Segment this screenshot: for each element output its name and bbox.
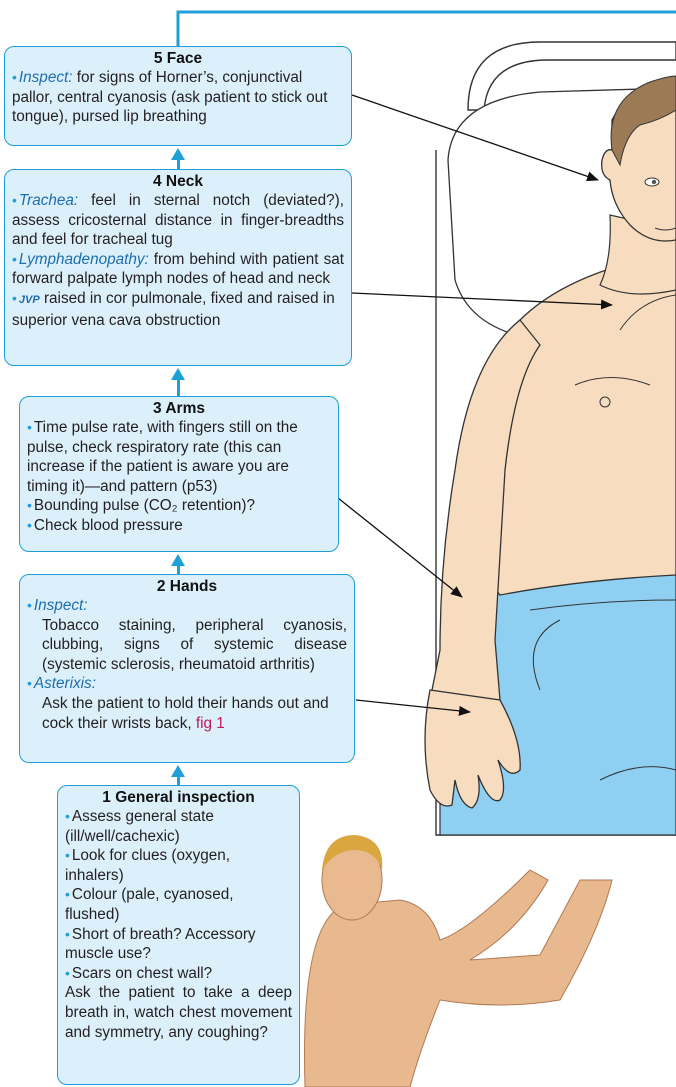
- neck-box: 4 Neck •Trachea: feel in sternal notch (…: [4, 169, 352, 366]
- hands-inspect-label: Inspect:: [34, 597, 88, 614]
- arms-box: 3 Arms •Time pulse rate, with fingers st…: [19, 396, 339, 552]
- general-item: •Assess general state (ill/well/cachexic…: [65, 807, 292, 846]
- face-item: •Inspect: for signs of Horner’s, conjunc…: [12, 68, 344, 127]
- hands-title: 2 Hands: [27, 578, 347, 596]
- neck-jvp-item: •JVP raised in cor pulmonale, fixed and …: [12, 289, 344, 330]
- neck-title: 4 Neck: [12, 173, 344, 191]
- arms-item: •Bounding pulse (CO₂ retention)?: [27, 496, 331, 516]
- hands-inspect-item: •Inspect:: [27, 596, 347, 616]
- arms-item: •Check blood pressure: [27, 516, 331, 536]
- neck-jvp-label: JVP: [19, 294, 40, 306]
- fig1-photo-asterixis: [305, 835, 613, 1087]
- hands-asterixis-item: •Asterixis:: [27, 674, 347, 694]
- bullet-icon: •: [27, 675, 32, 691]
- arms-title: 3 Arms: [27, 400, 331, 418]
- bullet-icon: •: [65, 808, 70, 824]
- neck-lymph-label: Lymphadenopathy:: [19, 251, 149, 268]
- general-closing-text: Ask the patient to take a deep breath in…: [65, 983, 292, 1042]
- arms-item-text: Time pulse rate, with fingers still on t…: [27, 419, 298, 495]
- general-item-text: Short of breath? Accessory muscle use?: [65, 926, 256, 963]
- neck-lymph-item: •Lymphadenopathy: from behind with patie…: [12, 250, 344, 289]
- bullet-icon: •: [65, 886, 70, 902]
- general-item-text: Colour (pale, cyanosed, flushed): [65, 886, 233, 923]
- face-title: 5 Face: [12, 50, 344, 68]
- bullet-icon: •: [65, 965, 70, 981]
- bullet-icon: •: [12, 192, 17, 208]
- bullet-icon: •: [27, 497, 32, 513]
- general-item-text: Assess general state (ill/well/cachexic): [65, 808, 214, 845]
- bullet-icon: •: [27, 517, 32, 533]
- neck-jvp-text: raised in cor pulmonale, fixed and raise…: [12, 290, 335, 329]
- pointer-arrow-arms: [338, 498, 462, 597]
- bullet-icon: •: [65, 847, 70, 863]
- hands-asterixis-text: Ask the patient to hold their hands out …: [27, 694, 347, 733]
- general-title: 1 General inspection: [65, 789, 292, 807]
- bullet-icon: •: [27, 597, 32, 613]
- arms-item: •Time pulse rate, with fingers still on …: [27, 418, 331, 496]
- hands-asterixis-body: Ask the patient to hold their hands out …: [42, 695, 329, 732]
- general-item: •Look for clues (oxygen, inhalers): [65, 846, 292, 885]
- neck-trachea-item: •Trachea: feel in sternal notch (deviate…: [12, 191, 344, 250]
- general-item-text: Look for clues (oxygen, inhalers): [65, 847, 230, 884]
- connector-line: [177, 378, 180, 397]
- bullet-icon: •: [65, 926, 70, 942]
- general-item: •Colour (pale, cyanosed, flushed): [65, 885, 292, 924]
- face-box: 5 Face •Inspect: for signs of Horner’s, …: [4, 46, 352, 146]
- hands-asterixis-label: Asterixis:: [34, 675, 96, 692]
- general-item: •Scars on chest wall?: [65, 964, 292, 984]
- general-item: •Short of breath? Accessory muscle use?: [65, 925, 292, 964]
- general-inspection-box: 1 General inspection •Assess general sta…: [57, 785, 300, 1085]
- face-inspect-label: Inspect:: [19, 69, 73, 86]
- hands-inspect-text: Tobacco staining, peripheral cyanosis, c…: [27, 616, 347, 675]
- bullet-icon: •: [12, 69, 17, 85]
- arms-item-text: Check blood pressure: [34, 517, 183, 534]
- bullet-icon: •: [27, 419, 32, 435]
- neck-trachea-label: Trachea:: [19, 192, 78, 209]
- hands-box: 2 Hands •Inspect: Tobacco staining, peri…: [19, 574, 355, 763]
- arms-item-text: Bounding pulse (CO₂ retention)?: [34, 497, 255, 514]
- general-item-text: Scars on chest wall?: [72, 965, 212, 982]
- bullet-icon: •: [12, 290, 17, 306]
- bullet-icon: •: [12, 251, 17, 267]
- fig-1-link[interactable]: fig 1: [196, 715, 225, 732]
